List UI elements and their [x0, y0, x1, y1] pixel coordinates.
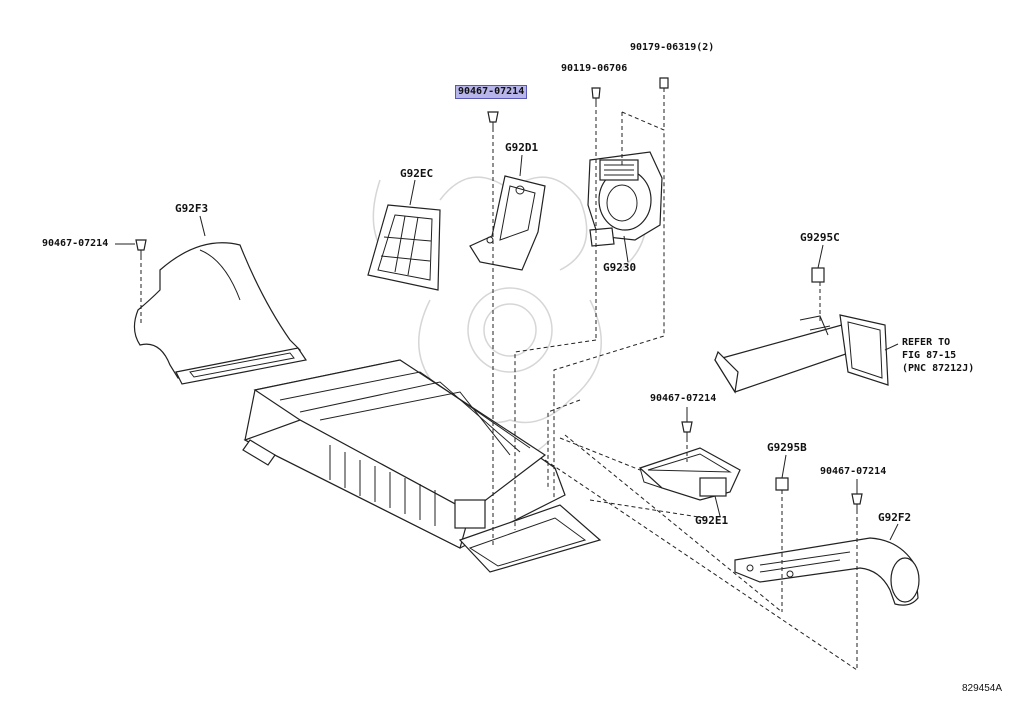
- part-number-90467-07214-mid-right[interactable]: 90467-07214: [650, 393, 717, 404]
- reference-line-3: (PNC 87212J): [902, 363, 975, 374]
- part-label-g92f3[interactable]: G92F3: [175, 202, 209, 215]
- duct-g92f3[interactable]: [133, 242, 307, 385]
- duct-g9295c[interactable]: [714, 267, 889, 394]
- part-label-g92f2[interactable]: G92F2: [878, 511, 912, 524]
- grille-g92ec[interactable]: [367, 204, 441, 291]
- part-label-g9295b[interactable]: G9295B: [767, 441, 807, 454]
- part-label-g92e1[interactable]: G92E1: [695, 514, 729, 527]
- part-number-90179-06319[interactable]: 90179-06319(2): [630, 42, 715, 53]
- duct-g92f2[interactable]: [734, 537, 920, 606]
- part-label-g9230[interactable]: G9230: [603, 261, 637, 274]
- figure-id: 829454A: [962, 683, 1003, 694]
- leader-lines: [115, 154, 899, 541]
- bolt-icon: [135, 239, 147, 256]
- bracket-g92d1[interactable]: [469, 175, 546, 271]
- part-number-90467-07214-highlighted[interactable]: 90467-07214: [455, 85, 528, 99]
- bolt-icon: [681, 421, 693, 438]
- blower-g9230[interactable]: [587, 151, 663, 247]
- reference-note: REFER TO FIG 87-15 (PNC 87212J): [902, 336, 974, 375]
- clip-icon: [775, 477, 789, 491]
- bolt-icon: [591, 87, 601, 103]
- duct-g92e1[interactable]: [638, 447, 741, 501]
- part-label-g92ec[interactable]: G92EC: [400, 167, 434, 180]
- part-number-90119-06706[interactable]: 90119-06706: [561, 63, 628, 74]
- bolt-icon: [851, 493, 863, 510]
- part-number-90467-07214-lower-right[interactable]: 90467-07214: [820, 466, 887, 477]
- nut-icon: [659, 77, 669, 89]
- bolt-icon: [487, 111, 499, 128]
- reference-line-2: FIG 87-15: [902, 350, 957, 361]
- assembly-lines: [140, 88, 858, 671]
- battery-pack[interactable]: [242, 359, 602, 573]
- part-label-g9295c[interactable]: G9295C: [800, 231, 840, 244]
- reference-line-1: REFER TO: [902, 337, 951, 348]
- part-label-g92d1[interactable]: G92D1: [505, 141, 539, 154]
- part-number-90467-07214-left[interactable]: 90467-07214: [42, 238, 109, 249]
